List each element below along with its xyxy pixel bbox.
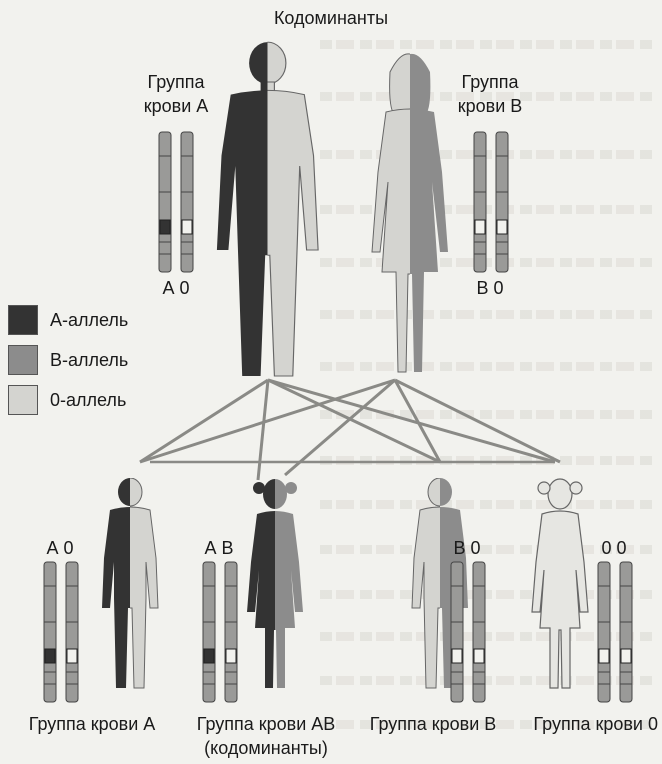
child-b0-caption: Группа крови В — [370, 714, 497, 734]
mother-figure — [372, 54, 448, 372]
mother-group-label-line2: крови В — [458, 96, 523, 116]
legend-item-o: 0-аллель — [8, 385, 126, 415]
diagram-title: Кодоминанты — [274, 8, 388, 28]
child-b0-chromosomes — [451, 562, 485, 702]
inheritance-lines — [140, 380, 560, 480]
child-a0-figure — [102, 478, 158, 688]
child-a0-chromosomes — [44, 562, 78, 702]
child-ab-chromosomes — [203, 562, 237, 702]
mother-chromosome-pair — [474, 132, 508, 272]
child-00-chromosomes — [598, 562, 632, 702]
child-b0-alleles: В 0 — [453, 538, 480, 558]
child-ab-note: (кодоминанты) — [204, 738, 328, 758]
legend-label-b: В-аллель — [50, 350, 128, 371]
child-00-caption: Группа крови 0 — [533, 714, 658, 734]
legend-label-a: А-аллель — [50, 310, 128, 331]
child-00-alleles: 0 0 — [601, 538, 626, 558]
child-00-figure — [532, 479, 588, 688]
child-a0-caption: Группа крови А — [29, 714, 156, 734]
mother-alleles: В 0 — [476, 278, 503, 298]
child-ab-caption: Группа крови АВ — [197, 714, 336, 734]
legend-swatch-a — [8, 305, 38, 335]
legend-swatch-b — [8, 345, 38, 375]
child-ab-alleles: А В — [204, 538, 233, 558]
father-chromosome-pair — [159, 132, 193, 272]
legend-label-o: 0-аллель — [50, 390, 126, 411]
child-ab-figure — [247, 479, 303, 688]
father-figure — [217, 42, 318, 376]
father-group-label-line1: Группа — [147, 72, 204, 92]
legend-item-b: В-аллель — [8, 345, 128, 375]
mother-group-label-line1: Группа — [461, 72, 518, 92]
legend-item-a: А-аллель — [8, 305, 128, 335]
legend-swatch-o — [8, 385, 38, 415]
father-alleles: А 0 — [162, 278, 189, 298]
child-a0-alleles: А 0 — [46, 538, 73, 558]
father-group-label-line2: крови А — [144, 96, 209, 116]
